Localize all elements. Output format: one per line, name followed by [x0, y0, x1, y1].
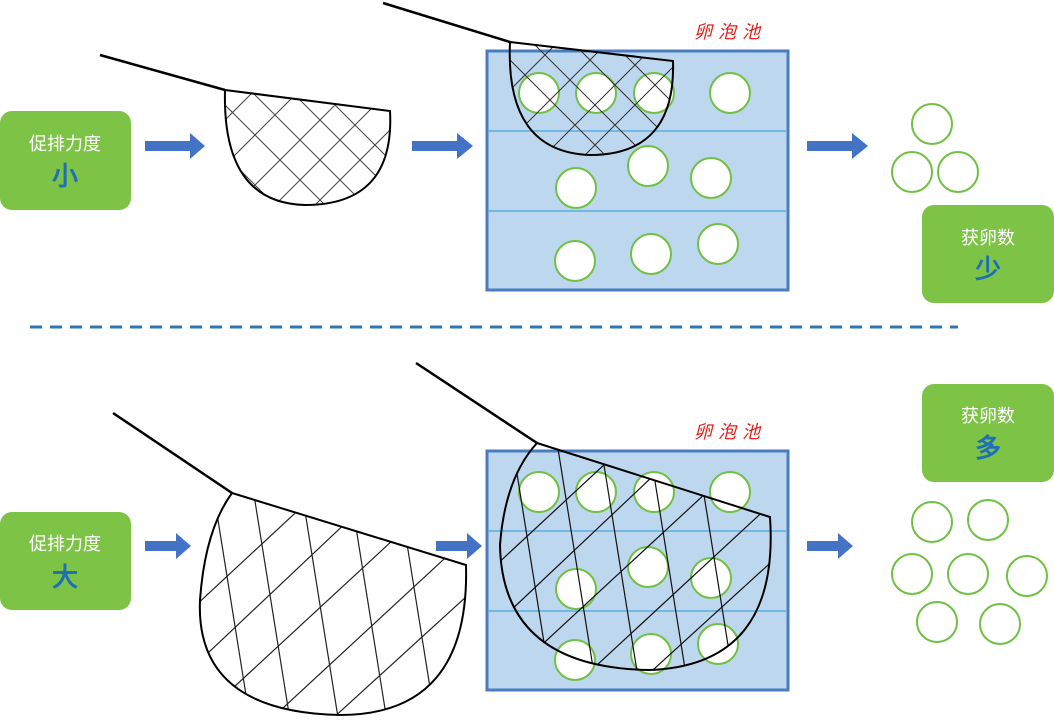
follicle-circle-icon — [979, 603, 1021, 645]
follicle-circle-icon — [1006, 555, 1048, 597]
top-input-line1: 促排力度 — [29, 134, 101, 155]
bottom-follicle-pool: 卵泡池 — [485, 422, 790, 692]
follicle-circle-icon — [891, 553, 933, 595]
bottom-output-line2: 多 — [975, 434, 1001, 464]
follicle-circle-icon — [518, 72, 751, 282]
bottom-input-line1: 促排力度 — [29, 534, 101, 555]
follicle-circle-icon — [891, 151, 933, 193]
bottom-output-line1: 获卵数 — [961, 406, 1015, 427]
top-output-box: 获卵数 少 — [922, 205, 1054, 303]
follicle-circle-icon — [967, 499, 1009, 541]
bottom-pool-label: 卵泡池 — [694, 422, 766, 443]
right-arrow-icon — [145, 133, 205, 159]
bottom-output-box: 获卵数 多 — [922, 384, 1054, 482]
follicle-circle-icon — [947, 553, 989, 595]
top-input-box: 促排力度 小 — [0, 111, 131, 210]
right-arrow-icon — [807, 533, 853, 559]
follicle-circle-icon — [518, 471, 751, 681]
follicle-circle-icon — [911, 501, 953, 543]
fishing-net-icon — [112, 411, 468, 717]
bottom-input-line2: 大 — [52, 563, 78, 593]
fishing-net-icon — [99, 53, 392, 207]
fishing-net-icon — [415, 361, 772, 672]
top-pool-label: 卵泡池 — [694, 22, 766, 43]
top-eggs-obtained — [891, 103, 979, 193]
right-arrow-icon — [412, 133, 473, 159]
right-arrow-icon — [807, 133, 868, 159]
follicle-circle-icon — [916, 601, 958, 643]
top-follicle-pool: 卵泡池 — [485, 22, 790, 292]
bottom-input-box: 促排力度 大 — [0, 512, 131, 610]
right-arrow-icon — [145, 533, 191, 559]
top-input-line2: 小 — [52, 162, 78, 192]
follicle-circle-icon — [911, 103, 953, 145]
top-output-line2: 少 — [974, 255, 1001, 285]
bottom-eggs-obtained — [891, 499, 1048, 645]
top-output-line1: 获卵数 — [961, 228, 1015, 249]
follicle-circle-icon — [937, 151, 979, 193]
right-arrow-icon — [436, 533, 482, 559]
